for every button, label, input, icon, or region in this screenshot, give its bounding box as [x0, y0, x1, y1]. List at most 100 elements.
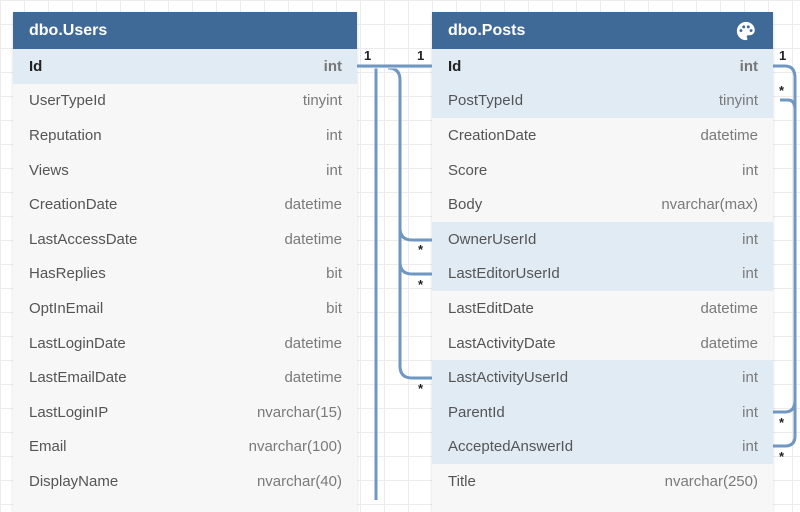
column-name: LastEditDate [448, 299, 534, 317]
palette-icon[interactable] [735, 20, 757, 42]
column-name: Body [448, 196, 483, 214]
column-name: DisplayName [29, 472, 119, 490]
posts-column-row[interactable]: Id int [432, 49, 773, 84]
column-name: UserTypeId [29, 92, 106, 110]
posts-column-row[interactable]: LastActivityDate datetime [432, 326, 773, 361]
posts-column-row[interactable]: Title nvarchar(250) [432, 464, 773, 499]
column-type: nvarchar(15) [256, 403, 342, 421]
column-type: datetime [284, 369, 342, 387]
column-name: LastEmailDate [29, 369, 127, 387]
column-name: LastLoginIP [29, 403, 109, 421]
posts-column-row[interactable]: ParentId int [432, 394, 773, 430]
column-name: LastActivityDate [448, 334, 556, 352]
column-type: nvarchar(100) [248, 438, 342, 456]
column-type: nvarchar(250) [664, 472, 758, 490]
posts-column-row[interactable]: LastEditorUserId int [432, 256, 773, 292]
column-type: int [326, 126, 342, 144]
posts-table[interactable]: dbo.Posts Id int PostTypeId tinyint Creati… [432, 12, 773, 512]
posts-column-row[interactable]: LastActivityUserId int [432, 360, 773, 395]
column-name: OptInEmail [29, 299, 104, 317]
column-type: tinyint [718, 92, 758, 110]
column-name: Score [448, 161, 488, 179]
column-name: LastAccessDate [29, 230, 138, 248]
cardinality-many-post-type: * [779, 83, 785, 98]
posts-table-header[interactable]: dbo.Posts [432, 12, 773, 49]
posts-column-row[interactable]: Score int [432, 153, 773, 188]
column-name: Id [448, 57, 462, 75]
column-type: datetime [700, 126, 758, 144]
column-name: Reputation [29, 126, 102, 144]
users-table-header[interactable]: dbo.Users [13, 12, 357, 49]
column-type: datetime [700, 299, 758, 317]
posts-column-row[interactable]: Body nvarchar(max) [432, 187, 773, 222]
users-column-row[interactable]: Email nvarchar(100) [13, 430, 357, 465]
column-name: Email [29, 438, 67, 456]
column-name: Id [29, 57, 43, 75]
column-type: bit [326, 265, 342, 283]
users-table-title: dbo.Users [29, 21, 108, 39]
relationship-line-owner-user[interactable] [387, 66, 432, 242]
column-name: OwnerUserId [448, 230, 537, 248]
posts-column-row[interactable]: PostTypeId tinyint [432, 83, 773, 119]
cardinality-many-owner: * [418, 242, 424, 257]
posts-columns: Id int PostTypeId tinyint CreationDate date… [432, 49, 773, 499]
column-type: int [742, 265, 758, 283]
column-name: AcceptedAnswerId [448, 438, 574, 456]
column-name: PostTypeId [448, 92, 524, 110]
column-type: int [742, 161, 758, 179]
relationship-line-parent-id[interactable] [773, 64, 797, 414]
column-name: CreationDate [29, 196, 118, 214]
column-type: datetime [284, 230, 342, 248]
column-name: Title [448, 472, 476, 490]
cardinality-many-activity: * [418, 381, 424, 396]
users-column-row[interactable]: HasReplies bit [13, 257, 357, 292]
column-type: int [742, 403, 758, 421]
cardinality-many-parent: * [779, 415, 785, 430]
posts-column-row[interactable]: AcceptedAnswerId int [432, 429, 773, 465]
cardinality-one-users: 1 [364, 48, 372, 63]
cardinality-many-accepted: * [779, 449, 785, 464]
users-column-row[interactable]: LastLoginIP nvarchar(15) [13, 395, 357, 430]
users-column-row[interactable]: UserTypeId tinyint [13, 84, 357, 119]
users-column-row[interactable]: LastEmailDate datetime [13, 360, 357, 395]
column-type: tinyint [302, 92, 342, 110]
column-type: int [742, 230, 758, 248]
column-name: CreationDate [448, 126, 537, 144]
column-type: datetime [700, 334, 758, 352]
column-type: int [742, 438, 758, 456]
relationship-line-last-activity-user[interactable] [398, 262, 432, 380]
column-type: int [739, 57, 758, 75]
column-type: int [742, 369, 758, 387]
posts-column-row[interactable]: LastEditDate datetime [432, 291, 773, 326]
users-column-row[interactable]: LastLoginDate datetime [13, 326, 357, 361]
users-column-row[interactable]: Views int [13, 153, 357, 188]
posts-table-title: dbo.Posts [448, 21, 526, 39]
column-name: LastLoginDate [29, 334, 126, 352]
posts-column-row[interactable]: CreationDate datetime [432, 118, 773, 153]
column-name: ParentId [448, 403, 505, 421]
column-type: nvarchar(max) [661, 196, 758, 214]
cardinality-one-posts: 1 [417, 48, 425, 63]
column-type: nvarchar(40) [256, 472, 342, 490]
column-name: Views [29, 161, 69, 179]
relationship-line-last-editor-user[interactable] [398, 228, 432, 276]
users-column-row[interactable]: CreationDate datetime [13, 187, 357, 222]
users-column-row[interactable]: OptInEmail bit [13, 291, 357, 326]
column-name: HasReplies [29, 265, 106, 283]
column-type: datetime [284, 196, 342, 214]
column-type: bit [326, 299, 342, 317]
cardinality-many-editor: * [418, 277, 424, 292]
cardinality-one-posts-self: 1 [779, 48, 787, 63]
posts-column-row[interactable]: OwnerUserId int [432, 221, 773, 257]
column-type: datetime [284, 334, 342, 352]
column-type: int [326, 161, 342, 179]
column-name: LastEditorUserId [448, 265, 560, 283]
relationship-line-post-type[interactable] [780, 98, 797, 111]
users-column-row[interactable]: Reputation int [13, 118, 357, 153]
column-name: LastActivityUserId [448, 369, 569, 387]
users-column-row[interactable]: LastAccessDate datetime [13, 222, 357, 257]
users-column-row[interactable]: DisplayName nvarchar(40) [13, 464, 357, 499]
